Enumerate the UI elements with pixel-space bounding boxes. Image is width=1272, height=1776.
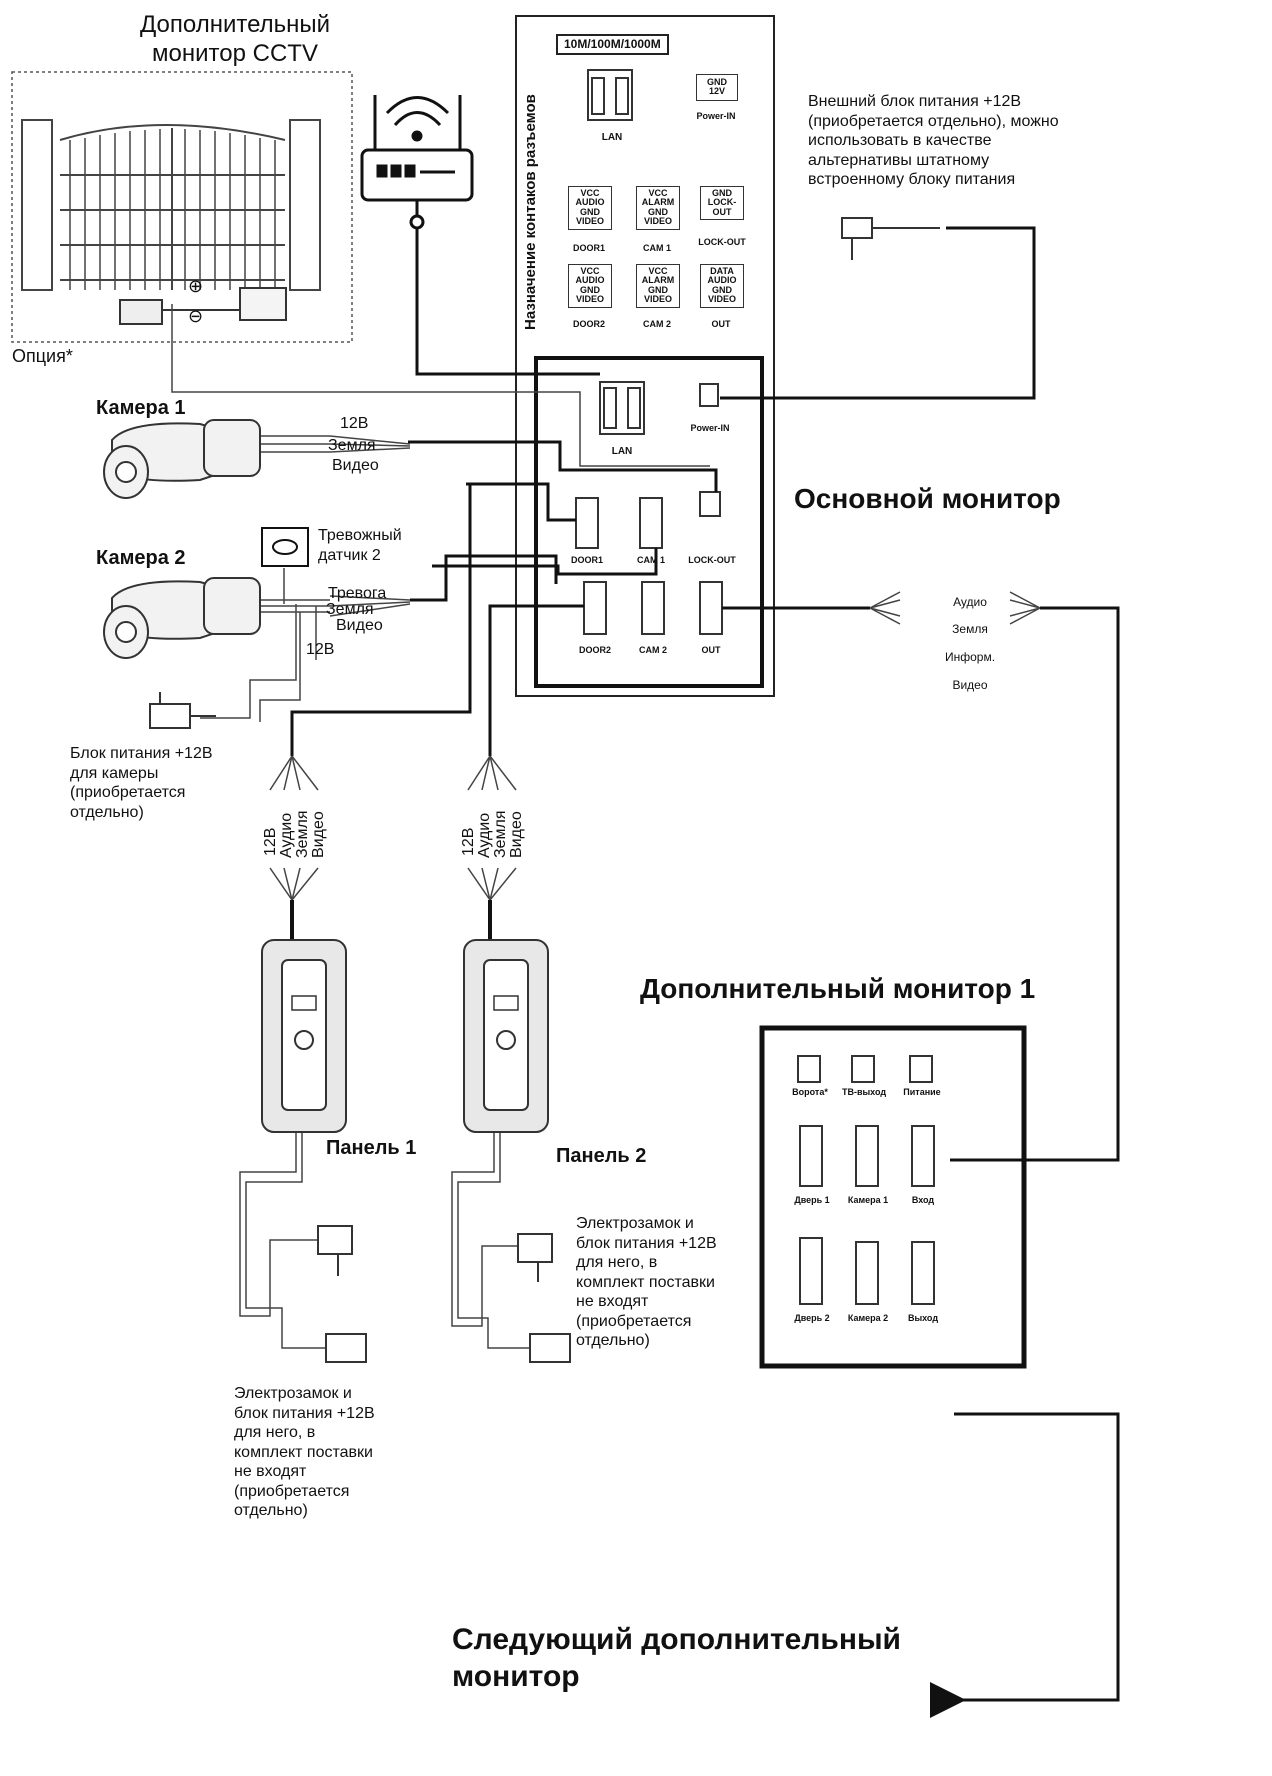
camera2-wire-12v: 12В <box>306 641 335 658</box>
pinout-door1-block: VCC AUDIO GND VIDEO <box>568 186 612 230</box>
panel1-wire-video: Видео <box>310 811 327 858</box>
panel2-title: Панель 2 <box>556 1145 647 1167</box>
pinout-cam2-block: VCC ALARM GND VIDEO <box>636 264 680 308</box>
pinout-lock-block: GND LOCK-OUT <box>700 186 744 221</box>
out-wire-ground: Земля <box>952 622 988 637</box>
next-monitor-label: Следующий дополнительный монитор <box>452 1623 902 1693</box>
extra-power-label: Питание <box>903 1087 941 1097</box>
cctv-option-label: Опция* <box>12 346 73 366</box>
pinout-power-block: GND 12V <box>696 74 738 101</box>
main-door1-label: DOOR1 <box>570 555 603 565</box>
main-lock-label: LOCK-OUT <box>688 555 736 565</box>
main-lan-label: LAN <box>611 446 633 457</box>
main-monitor-frame <box>534 356 764 688</box>
camera1-wire-ground: Земля <box>328 437 376 454</box>
pinout-door2-label: DOOR2 <box>572 319 605 329</box>
pinout-out-label: OUT <box>711 319 731 329</box>
panel2-lock-note: Электрозамок и блок питания +12В для нег… <box>576 1215 717 1350</box>
extra-cam1-label: Камера 1 <box>847 1195 889 1205</box>
pinout-lock-label: LOCK-OUT <box>698 237 746 247</box>
minus-icon: ⊖ <box>188 306 204 326</box>
panel1-title: Панель 1 <box>326 1137 417 1159</box>
camera1-title: Камера 1 <box>96 397 186 419</box>
extra-door2-label: Дверь 2 <box>794 1313 830 1323</box>
extra-cam2-label: Камера 2 <box>847 1313 889 1323</box>
door-panel-2-icon <box>463 939 549 1133</box>
pinout-heading: Назначение контаков разъемов <box>522 94 539 330</box>
ethernet-label: 10M/100M/1000M <box>556 34 669 55</box>
cctv-camera-icon <box>119 299 163 325</box>
camera2-wire-alarm: Тревога <box>328 585 387 602</box>
pinout-lan-label: LAN <box>601 132 623 143</box>
external-psu-note: Внешний блок питания +12В (приобретается… <box>808 93 1059 189</box>
camera2-icon <box>103 577 261 659</box>
extra-tv-label: ТВ-выход <box>841 1087 887 1097</box>
pinout-power-in-label: Power-IN <box>696 111 736 121</box>
out-wire-info: Информ. <box>944 649 996 664</box>
panel2-wire-video: Видео <box>508 811 525 858</box>
main-cam2-label: CAM 2 <box>638 645 667 655</box>
pinout-cam2-label: CAM 2 <box>642 319 671 329</box>
camera2-title: Камера 2 <box>96 547 186 569</box>
extra-output-label: Выход <box>907 1313 939 1323</box>
camera1-wire-video: Видео <box>332 457 379 474</box>
main-cam1-label: CAM 1 <box>636 555 665 565</box>
pinout-out-block: DATA AUDIO GND VIDEO <box>700 264 744 308</box>
camera2-wire-video: Видео <box>336 617 383 634</box>
main-door2-label: DOOR2 <box>578 645 611 655</box>
out-wire-video: Видео <box>952 677 988 692</box>
extra-monitor-frame <box>759 1025 1027 1369</box>
panel1-lock-note: Электрозамок и блок питания +12В для нег… <box>234 1385 375 1520</box>
camera1-icon <box>103 419 261 499</box>
door-panel-1-icon <box>261 939 347 1133</box>
pinout-door2-block: VCC AUDIO GND VIDEO <box>568 264 612 308</box>
main-monitor-title: Основной монитор <box>794 483 1061 514</box>
main-power-in-label: Power-IN <box>690 423 730 433</box>
plug-icon <box>149 217 940 1363</box>
pinout-panel <box>515 15 775 697</box>
out-wire-labels: Аудио Земля Информ. Видео <box>940 582 1000 706</box>
alarm-sensor-label: Тревожный датчик 2 <box>318 527 402 564</box>
gate-icon <box>21 119 321 291</box>
pinout-cam1-block: VCC ALARM GND VIDEO <box>636 186 680 230</box>
cctv-adapter-icon <box>239 287 287 321</box>
camera1-wire-12v: 12В <box>340 415 369 432</box>
out-wire-audio: Аудио <box>953 594 987 609</box>
extra-door1-label: Дверь 1 <box>794 1195 830 1205</box>
camera2-wire-ground: Земля <box>326 601 374 618</box>
extra-monitor-title: Дополнительный монитор 1 <box>640 973 1036 1004</box>
camera-psu-note: Блок питания +12В для камеры (приобретае… <box>70 745 213 821</box>
cctv-box <box>11 71 353 343</box>
extra-input-label: Вход <box>911 1195 935 1205</box>
pinout-door1-label: DOOR1 <box>572 243 605 253</box>
cctv-title: Дополнительный монитор CCTV <box>140 11 331 68</box>
router-icon <box>360 95 474 230</box>
plus-icon: ⊕ <box>188 276 204 296</box>
extra-gate-label: Ворота* <box>792 1087 828 1097</box>
main-out-label: OUT <box>701 645 721 655</box>
pinout-cam1-label: CAM 1 <box>642 243 671 253</box>
